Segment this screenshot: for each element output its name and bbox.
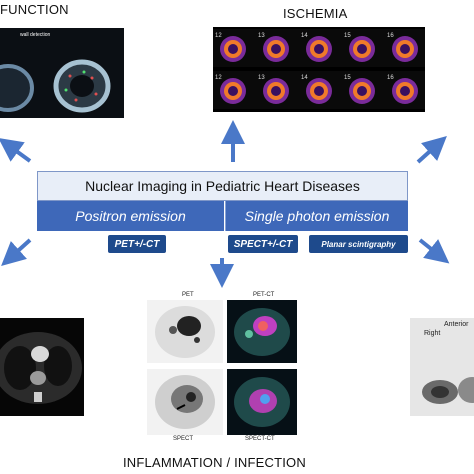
arrow-bottom-left [1,238,32,267]
ct-image [0,318,84,416]
inflammation-title: INFLAMMATION / INFECTION [123,455,306,470]
ischemia-frame-inner [314,86,324,96]
ischemia-frame-number: 16 [387,33,394,39]
function-title: FUNCTION [0,2,69,17]
positron-emission-box: Positron emission [37,201,224,231]
spect-label: SPECT [173,436,194,442]
ischemia-frame-number: 12 [215,75,222,81]
tag-pet-ct: PET+/-CT [108,235,166,253]
pet-label: PET [182,292,194,298]
ischemia-frame-inner [271,44,281,54]
single-photon-emission-box: Single photon emission [225,201,408,231]
tag-spect-ct: SPECT+/-CT [228,235,298,253]
ischemia-frame-inner [228,86,238,96]
wall-detection-label: wall detection [20,32,51,38]
ischemia-frame-inner [314,44,324,54]
spect-image [147,369,223,435]
right-label: Right [424,330,441,337]
arrow-function [0,137,32,163]
ischemia-frame-number: 13 [258,33,265,39]
pet-ct-label: PET-CT [253,292,275,298]
ischemia-frame-inner [357,44,367,54]
anterior-label: Anterior [444,321,469,328]
arrow-planar [418,238,450,264]
ischemia-frame-inner [400,86,410,96]
function-image: wall detection [0,28,124,118]
ischemia-frame-number: 13 [258,75,265,81]
ischemia-frame-inner [228,44,238,54]
tag-planar-scintigraphy: Planar scintigraphy [309,235,408,253]
pet-ct-image [227,300,297,363]
ischemia-frame-number: 12 [215,33,222,39]
pet-image [147,300,223,363]
ischemia-frame-inner [271,86,281,96]
ischemia-frame-inner [357,86,367,96]
ischemia-frame-number: 15 [344,33,351,39]
spect-ct-image [227,369,297,435]
ischemia-frame-number: 14 [301,33,308,39]
ischemia-image: 12 13 14 15 16 12 13 14 15 16 [213,27,425,112]
spect-ct-label: SPECT-CT [245,436,275,442]
ischemia-frame-number: 14 [301,75,308,81]
ischemia-frame-inner [400,44,410,54]
ischemia-title: ISCHEMIA [283,6,348,21]
diagram-title-box: Nuclear Imaging in Pediatric Heart Disea… [37,171,408,201]
ischemia-frame-number: 15 [344,75,351,81]
ischemia-frame-number: 16 [387,75,394,81]
inflammation-image: PET PET-CT SPECT SPECT-CT [140,292,300,444]
planar-image: Anterior Right [410,318,474,416]
arrow-top-right [416,135,447,164]
